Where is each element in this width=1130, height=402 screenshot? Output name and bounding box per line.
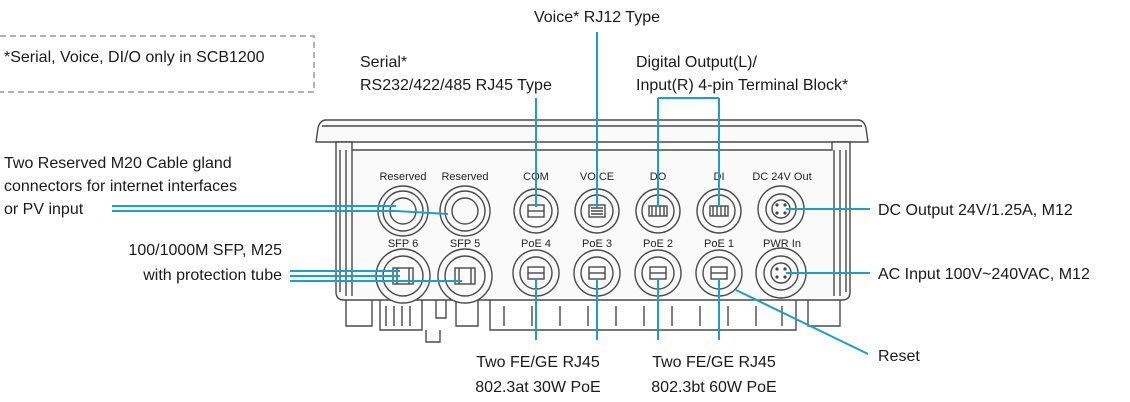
port-label-sfp6: SFP 6 [388, 238, 418, 250]
port-reserved-2 [439, 185, 491, 237]
callout-digital-line1: Digital Output(L)/ [636, 54, 757, 71]
port-do [635, 188, 681, 234]
port-label-pwr-in: PWR In [763, 238, 801, 250]
port-label-poe4: PoE 4 [521, 238, 551, 250]
port-poe3 [573, 249, 621, 297]
callout-poe-bt-line1: Two FE/GE RJ45 [652, 354, 776, 371]
callout-reset: Reset [878, 348, 920, 365]
callout-gland-line2: connectors for internet interfaces [4, 178, 237, 195]
port-label-reserved-2: Reserved [441, 171, 488, 183]
port-label-poe3: PoE 3 [582, 238, 612, 250]
note-box: *Serial, Voice, DI/O only in SCB1200 [0, 35, 315, 93]
callout-digital-line2: Input(R) 4-pin Terminal Block* [636, 77, 848, 94]
callout-gland-line3: or PV input [4, 201, 84, 218]
callout-serial-line1: Serial* [360, 54, 407, 71]
callout-poe-bt-line2: 802.3bt 60W PoE [651, 379, 776, 396]
port-label-reserved-1: Reserved [379, 171, 426, 183]
port-voice [574, 188, 620, 234]
callout-lines [112, 32, 870, 355]
callout-sfp-line1: 100/1000M SFP, M25 [128, 242, 282, 259]
port-label-poe2: PoE 2 [643, 238, 673, 250]
callout-voice: Voice* RJ12 Type [534, 9, 660, 26]
callout-serial-line2: RS232/422/485 RJ45 Type [360, 77, 552, 94]
port-label-dc-out: DC 24V Out [752, 171, 811, 183]
callout-poe-at-line1: Two FE/GE RJ45 [476, 354, 600, 371]
port-label-poe1: PoE 1 [704, 238, 734, 250]
callout-ac-input: AC Input 100V~240VAC, M12 [878, 266, 1090, 283]
port-pwr-in [755, 247, 807, 299]
port-sfp5 [437, 248, 493, 304]
note-text: *Serial, Voice, DI/O only in SCB1200 [4, 49, 265, 66]
callout-dc-output: DC Output 24V/1.25A, M12 [878, 202, 1073, 219]
callout-gland-line1: Two Reserved M20 Cable gland [4, 155, 232, 172]
callout-sfp-line2: with protection tube [142, 267, 282, 284]
callout-poe-at-line2: 802.3at 30W PoE [475, 379, 600, 396]
port-label-sfp5: SFP 5 [450, 238, 480, 250]
port-dc-out [757, 185, 805, 233]
